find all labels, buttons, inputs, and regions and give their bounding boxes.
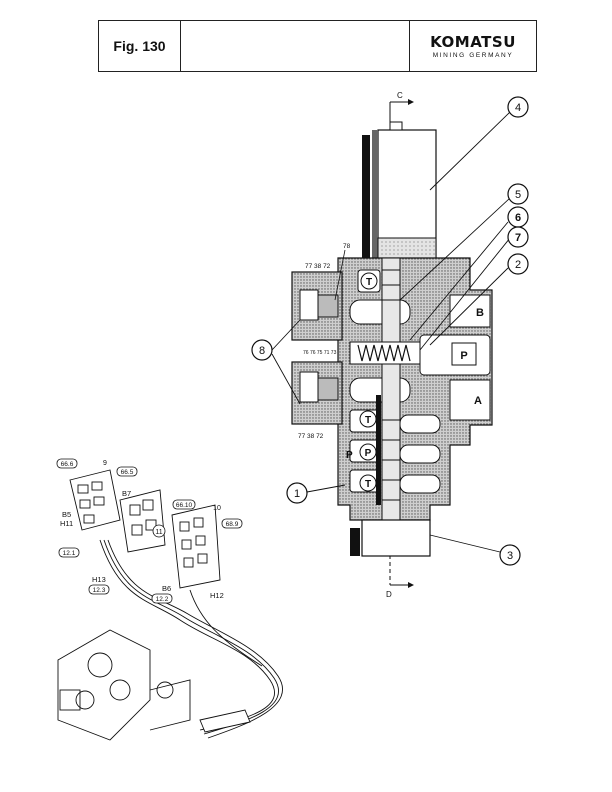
port-b: B — [476, 307, 484, 319]
callout-5: 5 — [515, 189, 521, 201]
tag-12-2: 12.2 — [156, 596, 169, 603]
port-p-mid: P — [365, 448, 372, 459]
logo-subtitle: MINING GERMANY — [432, 52, 514, 59]
label-b7: B7 — [122, 489, 131, 498]
callout-8-circle — [251, 339, 273, 361]
callout-4-circle — [507, 96, 529, 118]
tag-12-1: 12.1 — [63, 550, 76, 557]
part-78-label: 78 — [343, 243, 351, 250]
label-11: 11 — [155, 529, 162, 536]
port-t-top: T — [366, 277, 372, 288]
callout-7: 7 — [515, 232, 521, 244]
tag-66-5: 66.5 — [121, 469, 134, 476]
label-10: 10 — [213, 505, 221, 512]
label-b5: B5 — [62, 510, 71, 519]
section-c-label: C — [397, 91, 403, 100]
figure-number: Fig. 130 — [99, 21, 181, 71]
label-h13: H13 — [92, 575, 106, 584]
lower-cluster-label: 77 38 72 — [298, 433, 324, 440]
port-t-mid: T — [365, 415, 371, 426]
mid-cluster-label: 76 76 75 71 73 — [303, 350, 337, 356]
komatsu-logo: KOMATSU MINING GERMANY — [410, 21, 536, 71]
callout-1: 1 — [294, 488, 300, 500]
callout-2: 2 — [515, 259, 521, 271]
callout-8: 8 — [259, 345, 265, 357]
part-number-labels: 77 38 72 76 76 75 71 73 77 38 72 78 — [298, 243, 351, 440]
tag-12-3: 12.3 — [93, 587, 106, 594]
figure-header: Fig. 130 KOMATSU MINING GERMANY — [98, 20, 537, 72]
label-9: 9 — [103, 460, 107, 467]
tag-68-9: 68.9 — [226, 521, 239, 528]
header-blank-cell — [181, 21, 410, 71]
callout-2-circle — [507, 253, 529, 275]
valve-body — [291, 249, 493, 557]
port-t-low: T — [365, 479, 371, 490]
callout-5-circle — [507, 183, 529, 205]
logo-wordmark: KOMATSU — [430, 33, 516, 51]
port-p-body: P — [346, 450, 353, 461]
callout-6: 6 — [515, 212, 521, 224]
port-labels: T B P A T P T P — [346, 272, 484, 492]
callout-3: 3 — [507, 550, 513, 562]
port-p-right: P — [460, 350, 467, 362]
schematic-labels: 66.6 9 66.5 66.10 10 68.9 B5 H11 B7 11 1… — [56, 458, 243, 604]
callout-4: 4 — [515, 102, 521, 114]
callout-3-circle — [499, 544, 521, 566]
callouts: 4 5 6 7 2 8 1 3 — [251, 96, 529, 566]
hydraulic-schematic — [57, 469, 283, 741]
tag-66-10: 66.10 — [176, 502, 193, 509]
leader-lines — [271, 111, 511, 553]
label-h11: H11 — [60, 519, 73, 528]
label-h12: H12 — [210, 591, 224, 600]
upper-cluster-label: 77 38 72 — [305, 263, 331, 270]
callout-7-circle — [507, 226, 529, 248]
callout-1-circle — [286, 482, 308, 504]
solenoid-housing — [362, 121, 437, 271]
port-a: A — [474, 395, 482, 407]
label-b6: B6 — [162, 584, 171, 593]
tag-66-6: 66.6 — [61, 461, 74, 468]
section-d-label: D — [386, 590, 392, 599]
